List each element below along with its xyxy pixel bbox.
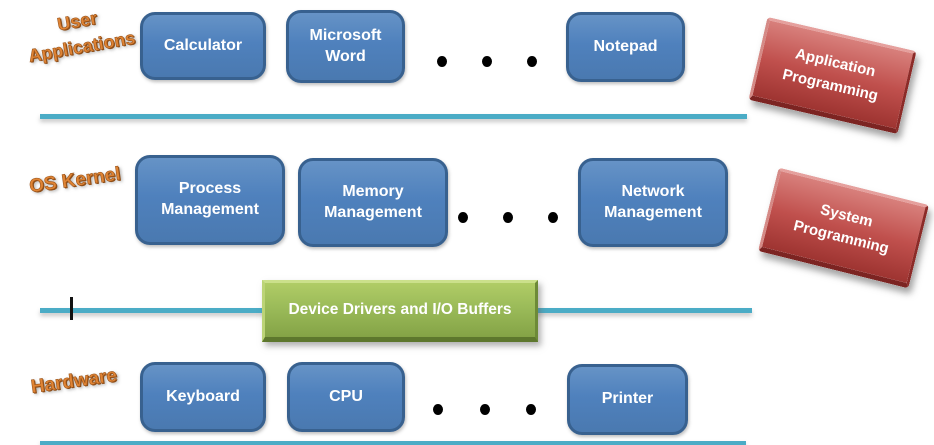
ellipsis-dot xyxy=(458,212,468,223)
box-keyboard: Keyboard xyxy=(140,362,266,432)
tag-application-programming: Application Programming xyxy=(748,16,917,135)
box-process-management: Process Management xyxy=(135,155,285,245)
ellipsis-dots xyxy=(433,404,536,415)
layer-label-os-kernel: OS Kernel xyxy=(28,163,123,198)
ellipsis-dot xyxy=(433,404,443,415)
box-network-management: Network Management xyxy=(578,158,728,247)
ellipsis-dots xyxy=(458,212,558,223)
ellipsis-dot xyxy=(548,212,558,223)
ellipsis-dots xyxy=(437,56,537,67)
box-calculator: Calculator xyxy=(140,12,266,80)
box-cpu: CPU xyxy=(287,362,405,432)
box-microsoft-word: Microsoft Word xyxy=(286,10,405,83)
ellipsis-dot xyxy=(482,56,492,67)
ellipsis-dot xyxy=(526,404,536,415)
divider-user-kernel xyxy=(40,114,747,119)
ellipsis-dot xyxy=(479,404,490,415)
ellipsis-dot xyxy=(527,56,537,67)
box-memory-management: Memory Management xyxy=(298,158,448,247)
tick-mark xyxy=(70,297,73,320)
layer-label-user-applications: User Applications xyxy=(26,7,137,67)
device-drivers-bar: Device Drivers and I/O Buffers xyxy=(262,280,538,342)
divider-bottom xyxy=(40,441,746,445)
box-printer: Printer xyxy=(567,364,688,435)
box-notepad: Notepad xyxy=(566,12,685,82)
ellipsis-dot xyxy=(503,212,513,223)
ellipsis-dot xyxy=(437,56,447,67)
layer-label-hardware: Hardware xyxy=(29,365,119,398)
tag-system-programming: System Programming xyxy=(757,167,930,289)
